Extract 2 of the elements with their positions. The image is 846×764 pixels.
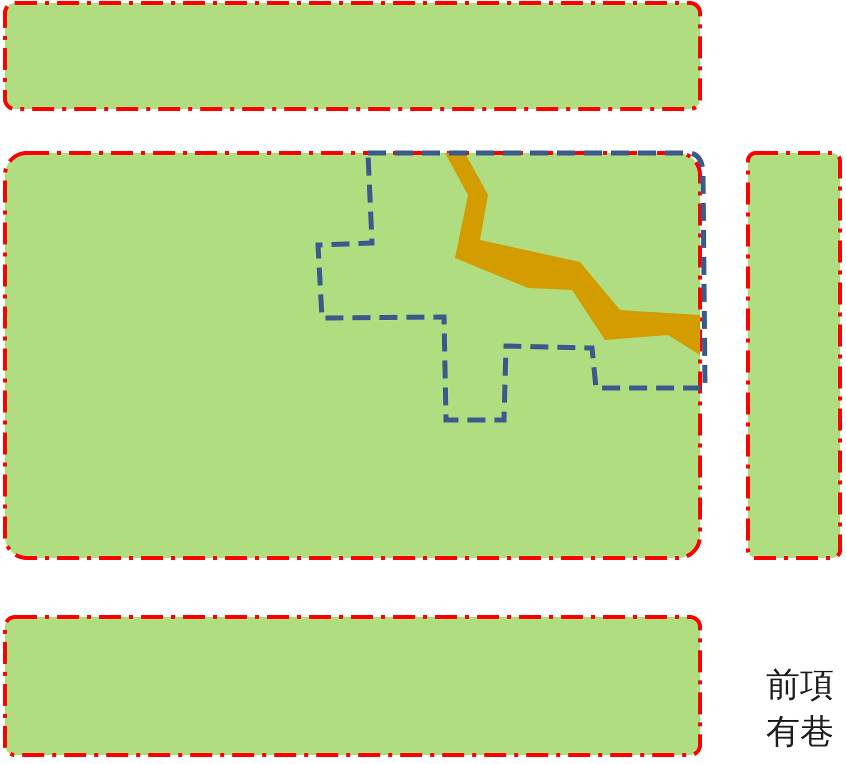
note-text: 前項 bbox=[766, 665, 834, 705]
note-text: 有巷 bbox=[766, 712, 834, 752]
